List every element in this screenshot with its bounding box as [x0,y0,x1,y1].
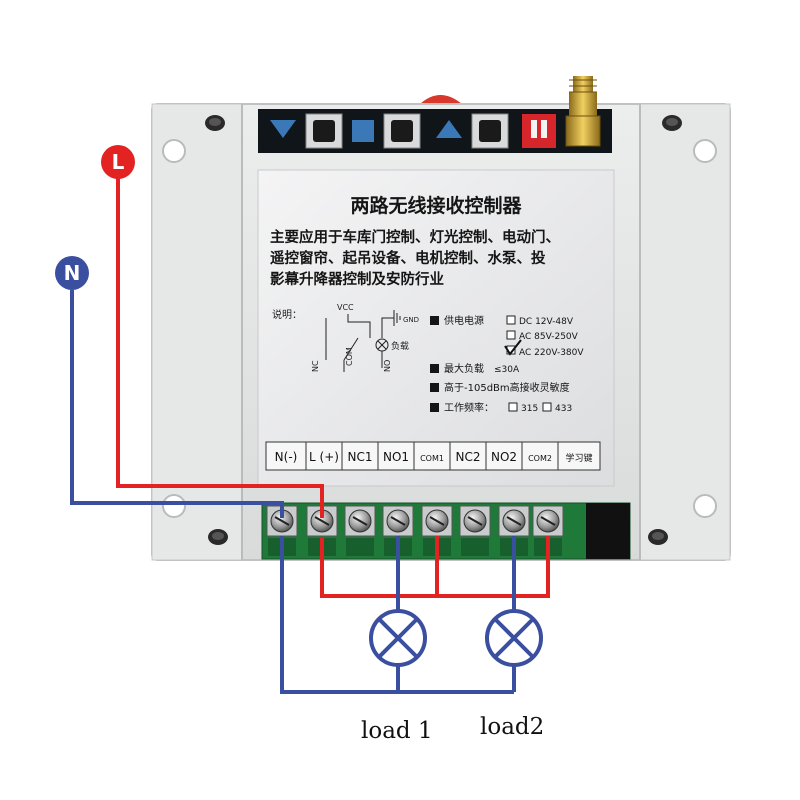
panel-title: 两路无线接收控制器 [350,194,522,217]
switch-contact-icon [343,337,359,361]
stop-square-icon [352,120,374,142]
antenna-icon [565,76,601,147]
terminal-label: NC1 [348,450,373,464]
bullet-icon [430,383,439,392]
legend-label: 说明： [272,308,302,321]
terminal-label-cell [265,441,307,471]
checkbox-icon [506,315,516,325]
com-label: COM [345,347,354,366]
terminal-label-cell [557,441,601,471]
max-load-value: ≤30A [494,365,520,375]
terminal-label: COM1 [420,454,444,463]
screw-slot-icon [467,516,483,526]
power-ac1: AC 85V-250V [519,332,579,342]
checkbox-icon [508,402,518,412]
wire-entry [461,538,489,556]
terminal-label-cell [377,441,415,471]
arrow-up-icon [436,120,462,138]
max-load-label: 最大负载 [444,362,484,375]
mounting-hole-icon [662,115,682,131]
left-flange [151,103,243,561]
panel-desc-line2: 遥控窗帘、起吊设备、电机控制、水泵、投 [270,249,546,267]
terminal-label-row: N(-) L (+) NC1 NO1 COM1 NC2 NO2 COM2 学习键 [265,441,601,471]
mounting-hole-icon [208,529,228,545]
load-cn-label: 负载 [391,340,409,352]
neutral-badge [55,256,89,290]
live-wire [116,178,324,518]
no-label: NO [383,360,392,372]
checkmark-icon [504,339,522,356]
live-badge-label: L [112,150,125,174]
screw-slot-icon [540,516,556,526]
nc-label: NC [311,360,320,372]
screw-slot-icon [429,516,445,526]
power-ac2: AC 220V-380V [519,348,584,358]
terminal-label: N(-) [275,450,298,464]
right-flange [639,103,731,561]
dip-switch[interactable] [522,114,556,148]
power-dc: DC 12V-48V [519,317,574,327]
load1-caption: load 1 [361,718,433,744]
gnd-label: GND [403,316,419,324]
neutral-badge-label: N [64,261,81,285]
stop-button[interactable] [391,120,413,142]
lamp-icon [485,609,543,667]
terminal-label: NC2 [456,450,481,464]
up-button[interactable] [479,120,501,142]
terminal-label: 学习键 [565,452,592,464]
screw-slot-icon [390,516,406,526]
bullet-icon [430,403,439,412]
mounting-hole-icon [693,139,717,163]
label-panel [257,169,615,487]
bullet-icon [430,316,439,325]
freq-315: 315 [521,404,538,414]
live-badge [101,145,135,179]
lamp-icon [369,609,427,667]
screw-slot-icon [352,516,368,526]
terminal-label: L (+) [309,450,339,464]
mounting-hole-icon [648,529,668,545]
panel-desc-line3: 影幕升降器控制及安防行业 [270,270,444,288]
mounting-hole-icon [205,115,225,131]
neutral-return-wire [280,536,514,694]
arrow-down-icon [270,120,296,138]
terminal-screws [266,505,564,537]
freq-label: 工作频率： [444,401,494,414]
terminal-cover [586,503,630,559]
mounting-hole-icon [162,139,186,163]
sensitivity-text: 高于-105dBm高接收灵敏度 [444,381,570,394]
power-label: 供电电源 [444,314,484,327]
mounting-hole-icon [162,494,186,518]
bullet-icon [430,364,439,373]
terminal-label: COM2 [528,454,552,463]
screw-slot-icon [314,516,330,526]
terminal-label-cell [305,441,343,471]
terminal-label: NO1 [383,450,409,464]
learn-button[interactable] [313,120,335,142]
vcc-label: VCC [337,303,354,312]
terminal-label: NO2 [491,450,517,464]
checkbox-icon [542,402,552,412]
screw-slot-icon [506,516,522,526]
neutral-wire [70,290,284,518]
checkbox-icon [506,330,516,340]
panel-desc-line1: 主要应用于车库门控制、灯光控制、电动门、 [270,228,560,246]
lid-tab [420,95,462,104]
load2-caption: load2 [480,714,544,740]
screw-slot-icon [274,516,290,526]
wire-entry [346,538,374,556]
freq-433: 433 [555,404,572,414]
mounting-hole-icon [693,494,717,518]
